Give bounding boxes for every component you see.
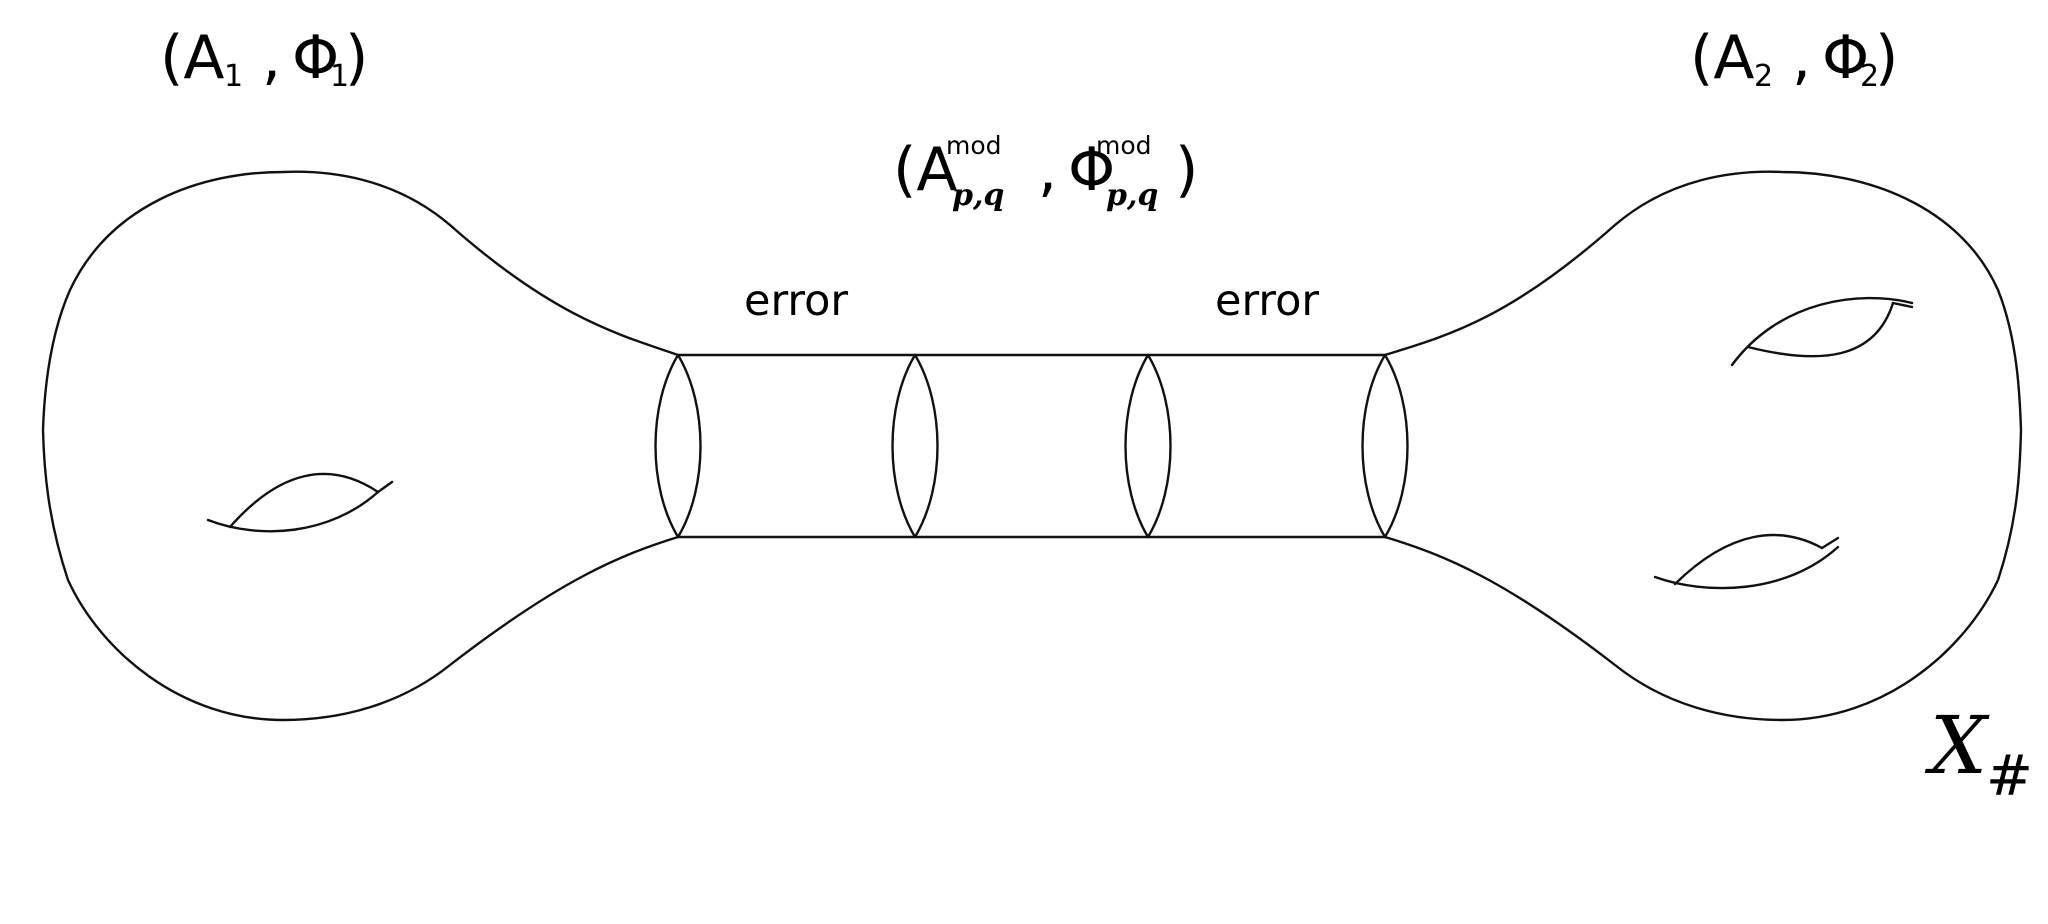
- svg-text:1: 1: [330, 59, 349, 94]
- error-label-left: error: [744, 276, 848, 326]
- neck-cross-section-2: [891, 353, 939, 539]
- left-pair-label: (A 1 , Φ 1 ): [160, 23, 368, 94]
- svg-text:Φ: Φ: [1068, 135, 1115, 205]
- right-surface-outline: [1383, 170, 2023, 722]
- neck-cross-section-3: [1124, 353, 1172, 539]
- svg-text:X: X: [1924, 699, 1990, 792]
- svg-text:(A: (A: [160, 23, 224, 93]
- space-label: X #: [1924, 699, 2033, 809]
- middle-pair-label: (A mod p,q , Φ mod p,q ): [893, 131, 1198, 213]
- left-surface-outline: [41, 170, 680, 722]
- svg-text:2: 2: [1754, 59, 1773, 94]
- svg-text:,: ,: [262, 23, 281, 93]
- svg-text:(A: (A: [893, 135, 957, 205]
- svg-text:,: ,: [1038, 135, 1057, 205]
- svg-text:1: 1: [224, 59, 243, 94]
- svg-text:mod: mod: [1096, 131, 1152, 160]
- svg-text:p,q: p,q: [1106, 178, 1158, 213]
- svg-text:mod: mod: [946, 131, 1002, 160]
- svg-text:): ): [1175, 135, 1198, 205]
- left-handle-hole: [206, 472, 394, 533]
- right-handle-hole-upper: [1730, 296, 1914, 367]
- svg-text:2: 2: [1860, 59, 1879, 94]
- svg-text:Φ: Φ: [1822, 23, 1869, 93]
- svg-text:,: ,: [1792, 23, 1811, 93]
- svg-text:p,q: p,q: [952, 178, 1004, 213]
- error-label-right: error: [1215, 276, 1319, 326]
- neck-cross-section-4: [1361, 353, 1409, 539]
- svg-text:): ): [1875, 23, 1898, 93]
- right-handle-hole-lower: [1653, 533, 1840, 590]
- svg-text:#: #: [1986, 744, 2033, 809]
- svg-text:): ): [345, 23, 368, 93]
- svg-text:Φ: Φ: [292, 23, 339, 93]
- neck-cross-section-1: [654, 353, 702, 539]
- right-pair-label: (A 2 , Φ 2 ): [1690, 23, 1898, 94]
- svg-text:(A: (A: [1690, 23, 1754, 93]
